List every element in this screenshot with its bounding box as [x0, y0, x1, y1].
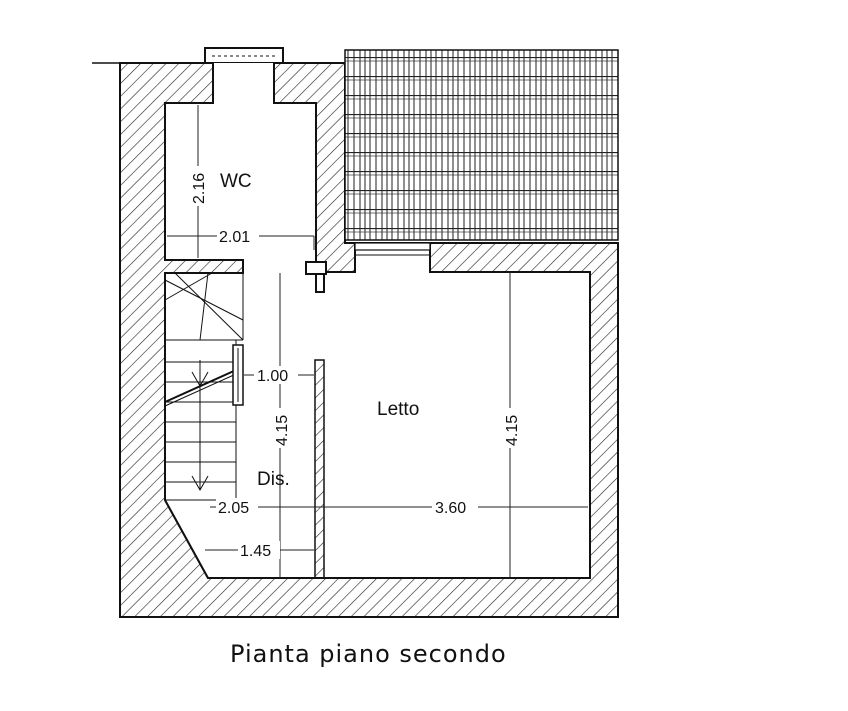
window [354, 242, 431, 251]
wall-stub-2 [315, 273, 325, 293]
interior-space [165, 63, 590, 578]
dim-letto-width: 3.60 [435, 500, 466, 517]
room-label-dis: Dis. [257, 469, 290, 490]
wc-height-label-group: 2.16 [190, 166, 208, 206]
dim-dis-width: 2.05 [218, 500, 249, 517]
dimension-lines [167, 105, 588, 578]
letto-height-label-group: 4.15 [503, 408, 521, 448]
dim-wc-height: 2.16 [191, 173, 208, 204]
dim-letto-height: 4.15 [504, 415, 521, 446]
roof-tiles [344, 49, 619, 241]
dim-lower-width: 1.45 [240, 543, 271, 560]
staircase [164, 272, 244, 501]
dim-wc-width: 2.01 [219, 229, 250, 246]
partition-wall [314, 359, 325, 579]
wall-stub [305, 261, 327, 275]
plan-caption: Pianta piano secondo [230, 640, 507, 668]
room-label-letto: Letto [377, 399, 419, 420]
room-label-wc: WC [220, 171, 252, 192]
dim-passage-width: 1.00 [257, 368, 288, 385]
dim-dis-height: 4.15 [274, 415, 291, 446]
dis-height-label-group: 4.15 [273, 408, 291, 448]
